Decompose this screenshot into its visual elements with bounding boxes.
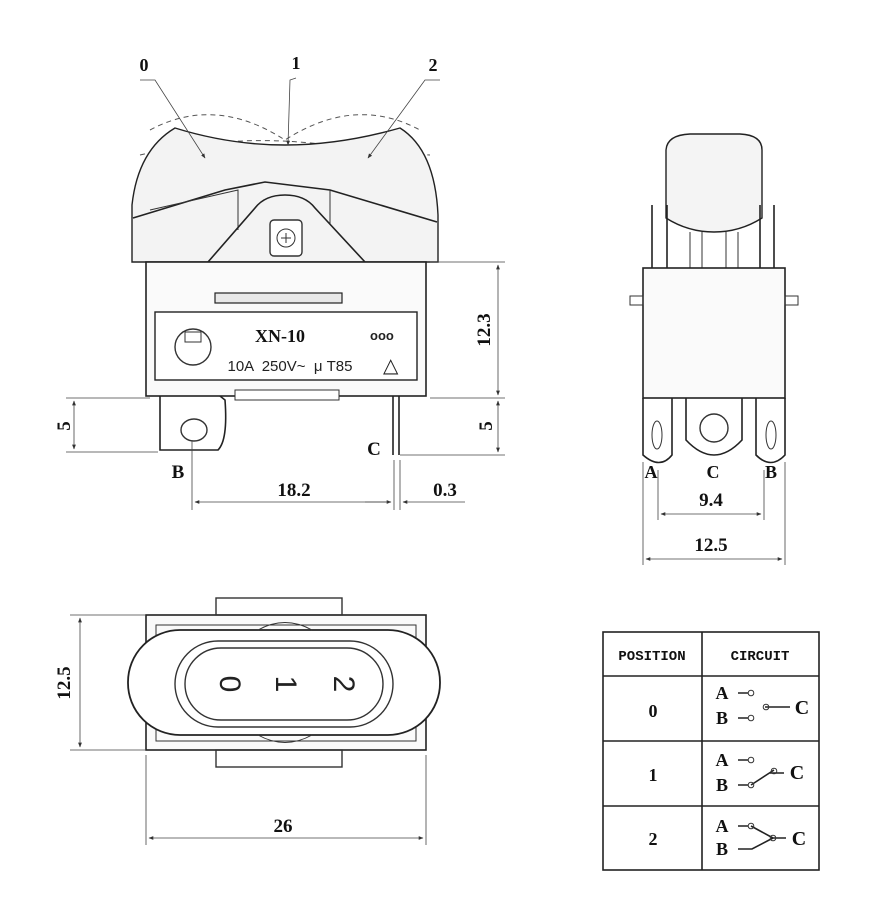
top-view-text: 0 1 2 12.5 26 [54, 666, 360, 837]
rocker-mark-0: 0 [213, 676, 246, 693]
dim-top-height: 12.5 [54, 666, 75, 699]
dim-height: 12.3 [474, 313, 495, 346]
top-view [70, 597, 441, 845]
row-0-c: C [795, 697, 809, 719]
position-0-label: 0 [140, 55, 149, 75]
end-terminal-a-label: A [645, 462, 658, 482]
rocker-mark-1: 1 [269, 676, 302, 693]
dim-width: 18.2 [277, 480, 310, 501]
row-1-c: C [790, 762, 804, 784]
row-1-b: B [716, 775, 728, 795]
end-terminal-b-label: B [765, 462, 777, 482]
circuit-table [602, 631, 820, 871]
dim-outer: 12.5 [694, 535, 727, 556]
end-rocker [665, 133, 763, 233]
row-0-position: 0 [649, 701, 658, 721]
row-0-a: A [716, 683, 729, 703]
row-1-a: A [716, 750, 729, 770]
end-view [629, 133, 799, 565]
terminal-b-label: B [172, 462, 185, 483]
side-view [66, 77, 505, 510]
side-view-text: 0 1 2 XN-10 10A 250V~ μ T85 △ ooo 12.3 5… [54, 53, 497, 501]
dim-pin-right: 5 [476, 421, 497, 431]
terminal-c [392, 396, 400, 455]
row-2-b: B [716, 839, 728, 859]
header-circuit: CIRCUIT [731, 649, 790, 665]
row-0-b: B [716, 708, 728, 728]
end-view-text: A C B 9.4 12.5 [645, 462, 778, 556]
dim-top-width: 26 [274, 816, 293, 837]
position-2-label: 2 [429, 55, 438, 75]
rocker-outer [127, 629, 441, 736]
warning-triangle-icon: △ [383, 355, 399, 377]
dim-pin-left: 5 [54, 421, 75, 431]
header-position: POSITION [618, 649, 685, 665]
terminal-c-label: C [367, 439, 381, 460]
row-2-a: A [716, 816, 729, 836]
dim-offset: 0.3 [433, 480, 457, 501]
terminal-b [159, 395, 227, 451]
model-label: XN-10 [255, 326, 305, 346]
rocker-mark-2: 2 [327, 676, 360, 693]
row-1-position: 1 [649, 765, 658, 785]
rating-label: 10A 250V~ μ T85 [228, 358, 353, 375]
end-terminal-c-label: C [707, 462, 720, 482]
circuit-table-text: POSITION CIRCUIT 0 A B C 1 A B C 2 A B C [618, 649, 809, 859]
label-panel [154, 311, 418, 381]
position-1-label: 1 [292, 53, 301, 73]
ground-symbol-icon: ooo [370, 328, 394, 343]
dim-inner: 9.4 [699, 490, 723, 511]
row-2-position: 2 [649, 829, 658, 849]
row-2-c: C [792, 828, 806, 850]
